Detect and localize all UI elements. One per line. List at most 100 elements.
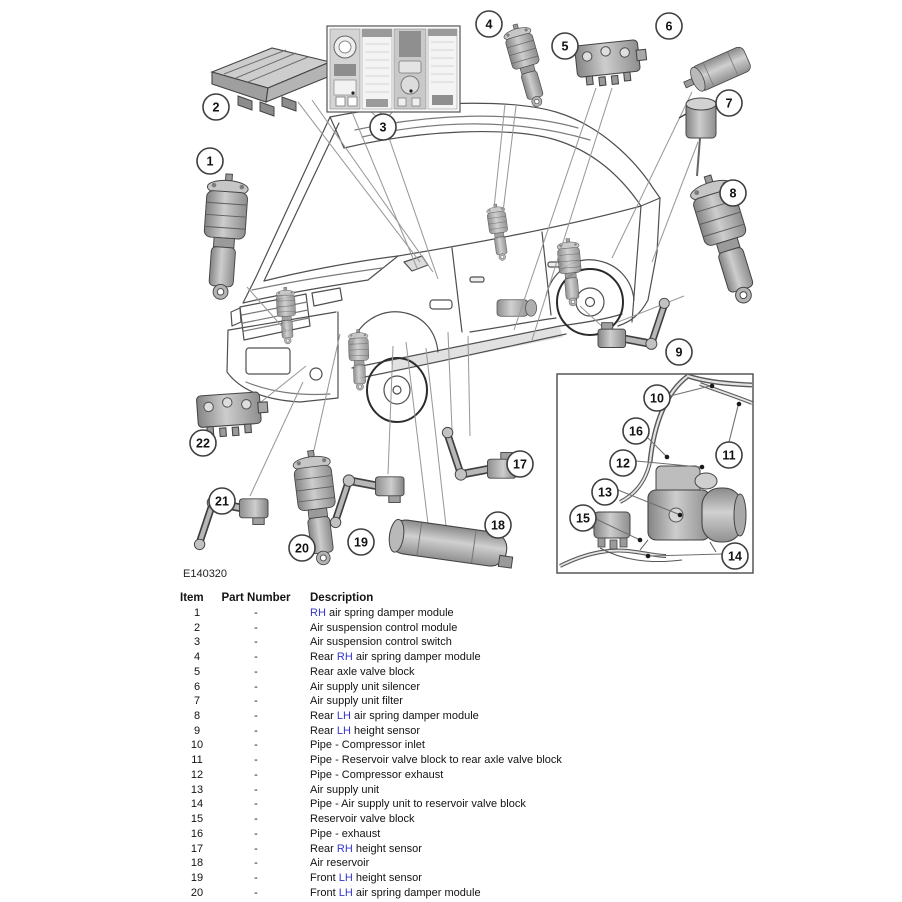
callout-12: 12 [609, 449, 637, 477]
description-text: Air supply unit [310, 783, 380, 796]
callout-2: 2 [202, 93, 230, 121]
table-header: Item Part Number Description [0, 591, 902, 606]
table-row: 2 - Air suspension control module [0, 621, 902, 636]
description-text: air spring damper module [352, 886, 481, 899]
part-description: Air supply unit filter [310, 694, 403, 709]
item-number: 2 [193, 621, 201, 634]
callout-22: 22 [189, 429, 217, 457]
lh-link[interactable]: LH [336, 710, 351, 723]
inset-leader-lines [595, 385, 739, 557]
description-text: Pipe - Air supply unit to reservoir valv… [310, 798, 526, 811]
diagram-canvas: E140320 12345678910111213141516171819202… [183, 10, 767, 580]
part-description: Front LH height sensor [310, 871, 422, 886]
part-number: - [254, 621, 258, 634]
lh-link[interactable]: LH [336, 724, 351, 737]
part-number: - [254, 842, 258, 855]
part-air-supply-unit-filter [678, 97, 717, 177]
part-air-suspension-control-switch [326, 25, 461, 113]
lh-link[interactable]: LH [338, 886, 353, 899]
svg-text:6: 6 [666, 20, 673, 34]
part-number: - [254, 798, 258, 811]
description-text: Air supply unit filter [310, 695, 403, 708]
part-number: - [254, 710, 258, 723]
svg-text:18: 18 [491, 519, 505, 533]
table-row: 20-Front LH air spring damper module [0, 886, 902, 901]
callout-15: 15 [569, 504, 597, 532]
table-row: 14-Pipe - Air supply unit to reservoir v… [0, 797, 902, 812]
table-row: 19-Front LH height sensor [0, 871, 902, 886]
table-row: 6-Air supply unit silencer [0, 680, 902, 695]
table-row: 17-Rear RH height sensor [0, 842, 902, 857]
svg-text:16: 16 [629, 425, 643, 439]
table-row: 5-Rear axle valve block [0, 665, 902, 680]
description-text: Rear [310, 842, 337, 855]
description-text: Air reservoir [310, 857, 370, 870]
header-part-number: Part Number [221, 592, 291, 604]
description-text: Rear [310, 710, 337, 723]
part-number: - [254, 768, 258, 781]
part-description: Pipe - Reservoir valve block to rear axl… [310, 753, 562, 768]
table-row: 4-Rear RH air spring damper module [0, 650, 902, 665]
description-text: Air suspension control module [310, 621, 458, 634]
item-number: 19 [190, 871, 204, 884]
callout-7: 7 [715, 89, 743, 117]
callout-20: 20 [288, 534, 316, 562]
table-row: 9-Rear LH height sensor [0, 724, 902, 739]
part-number: - [254, 665, 258, 678]
part-description: Rear LH height sensor [310, 724, 420, 739]
rh-link[interactable]: RH [310, 607, 326, 619]
table-row: 7-Air supply unit filter [0, 694, 902, 709]
part-description: Pipe - Compressor exhaust [310, 768, 443, 783]
part-number: - [254, 739, 258, 752]
part-number: - [254, 680, 258, 693]
header-description: Description [310, 592, 374, 604]
callout-11: 11 [715, 441, 743, 469]
description-text: height sensor [352, 842, 422, 855]
description-text: Front [310, 871, 339, 884]
table-row: 16-Pipe - exhaust [0, 827, 902, 842]
rh-link[interactable]: RH [336, 651, 353, 664]
callout-19: 19 [347, 528, 375, 556]
callout-6: 6 [655, 12, 683, 40]
sill-shading [390, 327, 563, 371]
callout-9: 9 [665, 338, 693, 366]
parts-table: Item Part Number Description 1-RH air sp… [0, 591, 902, 900]
part-description: Rear RH height sensor [310, 842, 422, 857]
lh-link[interactable]: LH [338, 871, 353, 884]
callout-16: 16 [622, 417, 650, 445]
svg-text:1: 1 [207, 155, 214, 169]
svg-text:12: 12 [616, 457, 630, 471]
part-number: - [254, 827, 258, 840]
description-text: height sensor [352, 871, 422, 884]
table-row: 18-Air reservoir [0, 856, 902, 871]
rh-link[interactable]: RH [336, 842, 353, 855]
description-text: Air supply unit silencer [310, 680, 421, 693]
table-row: 1-RH air spring damper module [0, 606, 902, 621]
item-number: 4 [193, 651, 201, 664]
part-number: - [254, 724, 258, 737]
svg-text:20: 20 [295, 542, 309, 556]
part-description: Pipe - Air supply unit to reservoir valv… [310, 797, 526, 812]
part-front-lh-height-sensor [330, 475, 404, 528]
part-rear-rh-height-sensor [442, 427, 516, 480]
table-row: 3-Air suspension control switch [0, 635, 902, 650]
item-number: 13 [190, 783, 204, 796]
item-number: 3 [193, 636, 201, 649]
inset-leader-dots [637, 383, 742, 559]
svg-text:11: 11 [722, 449, 735, 463]
svg-text:3: 3 [380, 121, 387, 135]
part-rear-rh-air-spring-damper [501, 20, 552, 111]
in-situ-compressor [496, 299, 537, 317]
description-text: Air suspension control switch [310, 636, 452, 649]
callout-17: 17 [506, 450, 534, 478]
item-number: 20 [190, 886, 204, 899]
callout-14: 14 [721, 542, 749, 570]
callout-8: 8 [719, 179, 747, 207]
part-number: - [254, 651, 258, 664]
part-description: Air suspension control module [310, 621, 457, 636]
part-number: - [254, 754, 258, 767]
description-text: air spring damper module [352, 651, 481, 664]
svg-text:21: 21 [215, 495, 229, 509]
